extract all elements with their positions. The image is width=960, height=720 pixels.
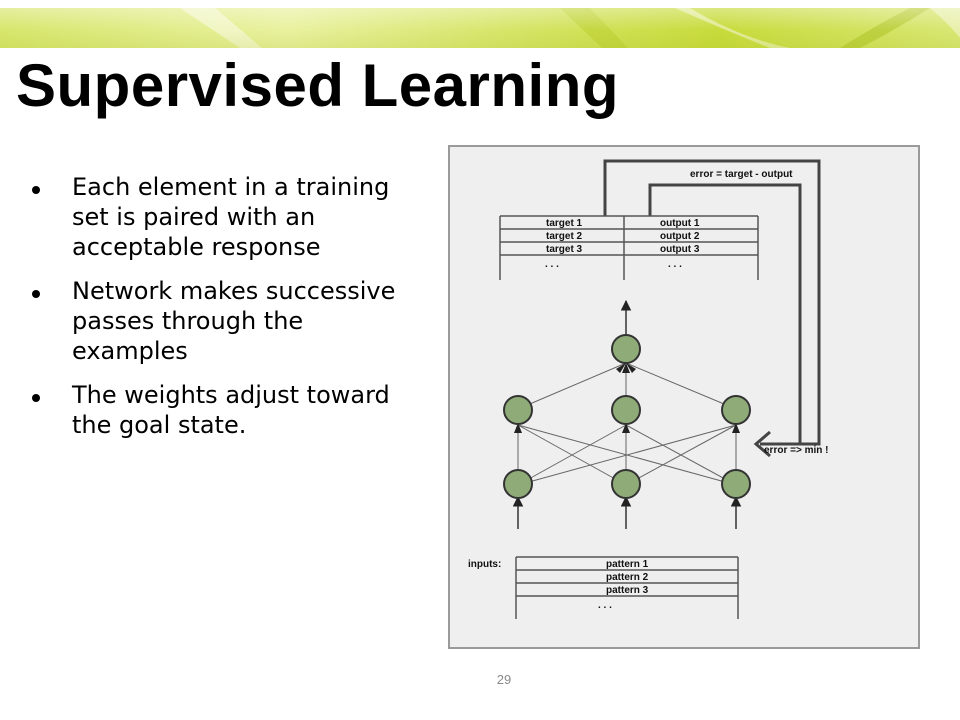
output-ellipsis: . . .	[668, 259, 682, 270]
output-cell: output 2	[660, 231, 700, 242]
target-cell: target 2	[546, 231, 583, 242]
hidden-node	[503, 395, 533, 425]
network-svg: error = target - output error => min ! t…	[448, 145, 920, 649]
input-node	[721, 469, 751, 499]
bullet-list: Each element in a training set is paired…	[30, 172, 410, 454]
input-node	[611, 469, 641, 499]
output-cell: output 3	[660, 244, 700, 255]
pattern-ellipsis: . . .	[598, 600, 612, 611]
network-nodes	[503, 334, 751, 499]
bullet-text: Each element in a training set is paired…	[72, 173, 390, 261]
bullet-dot-icon	[32, 394, 40, 402]
error-min-label: error => min !	[764, 445, 828, 456]
network-diagram: error = target - output error => min ! t…	[448, 145, 920, 649]
arrow-heads	[514, 363, 740, 433]
target-cell: target 3	[546, 244, 583, 255]
feedback-arrowhead	[753, 430, 771, 458]
target-output-table: target 1 target 2 target 3 output 1 outp…	[499, 215, 759, 280]
target-cell: target 1	[546, 218, 583, 229]
pattern-cell: pattern 3	[606, 585, 649, 596]
bullet-text: The weights adjust toward the goal state…	[72, 381, 390, 439]
page-number: 29	[496, 672, 512, 687]
target-ellipsis: . . .	[545, 259, 559, 270]
header-band	[0, 8, 960, 48]
bullet-item: Network makes successive passes through …	[30, 276, 410, 366]
output-cell: output 1	[660, 218, 700, 229]
bullet-item: Each element in a training set is paired…	[30, 172, 410, 262]
bullet-dot-icon	[32, 186, 40, 194]
band-gloss	[0, 8, 960, 48]
inputs-table: inputs: pattern 1 pattern 2 pattern 3 . …	[468, 556, 739, 619]
error-feedback-loop	[603, 159, 821, 446]
bullet-item: The weights adjust toward the goal state…	[30, 380, 410, 440]
inputs-label: inputs:	[468, 559, 501, 570]
pattern-cell: pattern 2	[606, 572, 649, 583]
bullet-dot-icon	[32, 290, 40, 298]
error-formula-label: error = target - output	[690, 169, 793, 180]
slide-title: Supervised Learning	[16, 52, 619, 119]
hidden-node	[611, 395, 641, 425]
output-node	[611, 334, 641, 364]
bullet-text: Network makes successive passes through …	[72, 277, 396, 365]
pattern-cell: pattern 1	[606, 559, 649, 570]
io-arrows	[512, 299, 742, 529]
hidden-node	[721, 395, 751, 425]
input-node	[503, 469, 533, 499]
leaf-decoration	[180, 8, 960, 48]
